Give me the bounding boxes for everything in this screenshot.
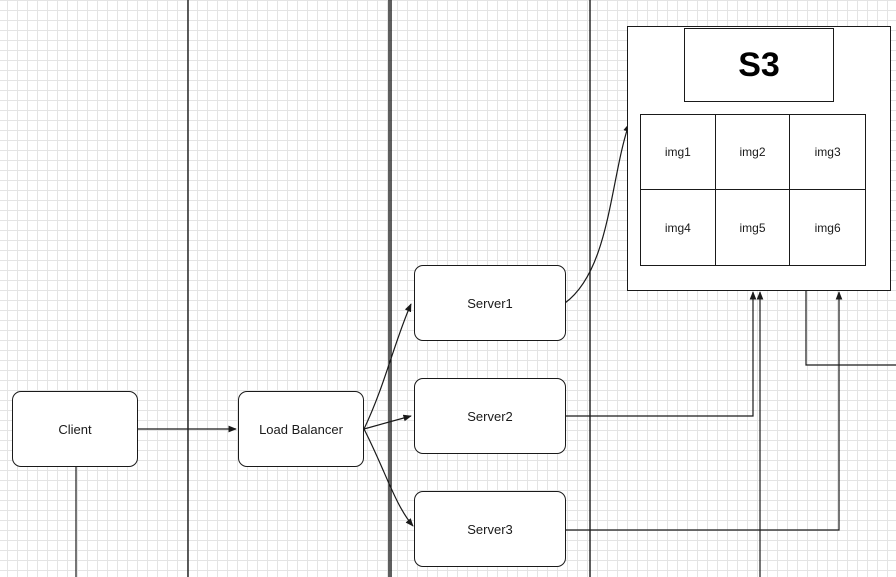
server1-label: Server1 [467,295,513,311]
image-cell-img2[interactable]: img2 [715,115,791,190]
image-label: img3 [814,145,841,159]
image-label: img2 [739,145,766,159]
image-cell-img5[interactable]: img5 [716,190,791,265]
s3-title: S3 [684,28,834,102]
load-balancer-label: Load Balancer [259,421,343,437]
edge-server3-to-s3 [565,291,843,531]
image-cell-img4[interactable]: img4 [641,190,716,265]
edge-load-balancer-to-server2 [363,414,412,430]
server3-node[interactable]: Server3 [414,491,566,567]
s3-image-grid: img1 img2 img3 img4 img5 img6 [640,114,866,266]
edge-s3-outgoing [805,291,896,366]
client-label: Client [58,421,92,437]
load-balancer-node[interactable]: Load Balancer [238,391,364,467]
s3-title-label: S3 [738,45,780,84]
server2-label: Server2 [467,408,513,424]
image-label: img5 [739,220,766,235]
edge-load-balancer-to-server1 [363,303,412,430]
server2-node[interactable]: Server2 [414,378,566,454]
server1-node[interactable]: Server1 [414,265,566,341]
image-cell-img6[interactable]: img6 [790,190,865,265]
image-cell-img3[interactable]: img3 [790,115,865,190]
edge-server1-to-s3 [564,123,630,304]
edge-server2-to-s3 [565,291,757,417]
image-label: img4 [664,220,691,235]
client-node[interactable]: Client [12,391,138,467]
server3-label: Server3 [467,521,513,537]
image-cell-img1[interactable]: img1 [641,115,716,190]
image-label: img1 [664,145,691,159]
image-label: img6 [814,220,841,235]
edge-load-balancer-to-server3 [363,428,414,527]
